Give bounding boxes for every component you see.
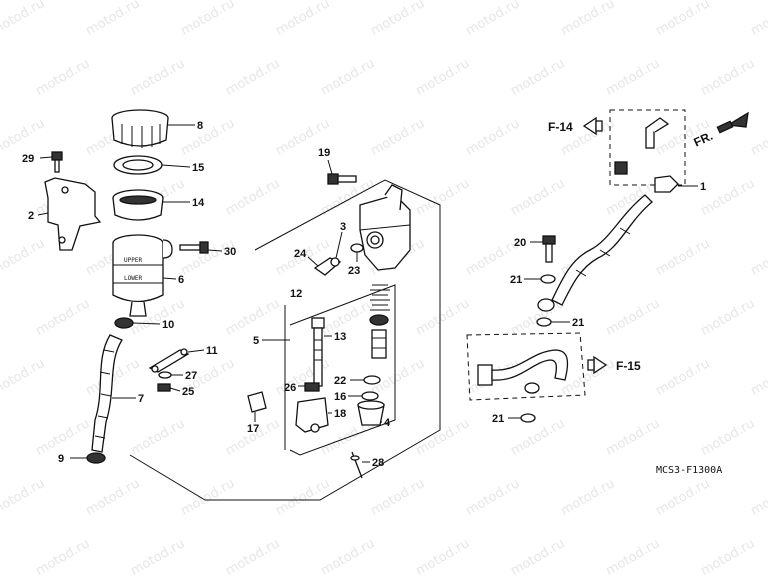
- brake-hose: [551, 194, 653, 306]
- reservoir-body: UPPER LOWER: [112, 234, 173, 317]
- callout-21-middle: 21: [572, 317, 584, 329]
- callout-19: 19: [318, 147, 330, 159]
- lower-brake-hose: [477, 349, 569, 394]
- washer-22: [363, 375, 381, 385]
- sealing-washer-21c: [520, 413, 536, 423]
- upper-joint-box: [609, 109, 686, 186]
- cotter-pin-28: [350, 451, 363, 479]
- callout-11: 11: [206, 345, 218, 357]
- callout-25: 25: [182, 386, 194, 398]
- callout-20: 20: [514, 237, 526, 249]
- hose-joint-24: [313, 257, 342, 276]
- hose-subassembly-box: [466, 332, 586, 401]
- diaphragm: [112, 189, 164, 221]
- reservoir-upper-mark: UPPER: [124, 257, 142, 264]
- callout-13: 13: [334, 331, 346, 343]
- diaphragm-plate: [113, 155, 163, 175]
- hose-clip-9: [86, 452, 106, 464]
- callout-4: 4: [384, 417, 391, 429]
- callout-10: 10: [162, 319, 174, 331]
- ref-label-f15: F-15: [616, 359, 641, 373]
- boot-4: [357, 400, 385, 426]
- bolt-20: [542, 235, 556, 263]
- callout-21-lower: 21: [492, 413, 504, 425]
- washer-27: [158, 371, 172, 379]
- banjo-fitting: [537, 298, 555, 312]
- callout-23: 23: [348, 265, 360, 277]
- sealing-washer-21a: [540, 274, 556, 284]
- callout-21-upper: 21: [510, 274, 522, 286]
- nut-26: [304, 382, 320, 392]
- callout-18: 18: [334, 408, 346, 420]
- screw-25: [157, 383, 171, 392]
- bolt-29: [51, 151, 63, 173]
- leader-lines: [37, 124, 698, 463]
- screw-30: [179, 241, 209, 254]
- reservoir-hose: [91, 334, 123, 453]
- callout-8: 8: [197, 120, 203, 132]
- master-cylinder-group-outline: [129, 179, 441, 501]
- o-ring-23: [350, 243, 364, 253]
- callout-17: 17: [247, 423, 259, 435]
- callout-2: 2: [28, 210, 34, 222]
- diagram-code: MCS3-F1300A: [656, 465, 722, 476]
- piston: [371, 329, 387, 359]
- reservoir-lower-mark: LOWER: [124, 275, 142, 282]
- push-rod: [311, 317, 325, 387]
- ref-arrow-f15: [587, 355, 608, 375]
- front-direction-arrow: [716, 111, 749, 134]
- callout-9: 9: [58, 453, 64, 465]
- callout-3: 3: [340, 221, 346, 233]
- callout-12: 12: [290, 288, 302, 300]
- sealing-washer-21b: [536, 317, 552, 327]
- ref-arrow-f14: [582, 116, 603, 136]
- callout-26: 26: [284, 382, 296, 394]
- ref-label-f14: F-14: [548, 120, 573, 134]
- callout-16: 16: [334, 391, 346, 403]
- reservoir-cap: [111, 109, 169, 148]
- piston-kit-outline: [289, 284, 396, 456]
- callout-7: 7: [138, 393, 144, 405]
- callout-22: 22: [334, 375, 346, 387]
- callout-6: 6: [178, 274, 184, 286]
- hose-clip-10: [114, 317, 134, 329]
- hose-stay-11: [148, 348, 190, 373]
- callout-1: 1: [700, 181, 706, 193]
- rod-joint-18: [295, 397, 329, 433]
- callout-28: 28: [372, 457, 384, 469]
- spring: [370, 284, 390, 311]
- nut-upper: [614, 161, 628, 175]
- circlip-16: [361, 391, 379, 401]
- front-label: FR.: [692, 129, 715, 150]
- bolt-19: [327, 173, 357, 185]
- callout-29: 29: [22, 153, 34, 165]
- rod-boot-17: [247, 391, 267, 413]
- callout-5: 5: [253, 335, 259, 347]
- piston-cup: [369, 314, 389, 326]
- callout-24: 24: [294, 248, 307, 260]
- master-cylinder-body: [359, 184, 411, 271]
- reservoir-bracket: [44, 177, 102, 251]
- callout-15: 15: [192, 162, 204, 174]
- callout-14: 14: [192, 197, 205, 209]
- callout-30: 30: [224, 246, 236, 258]
- callout-27: 27: [185, 370, 197, 382]
- hose-fitting-1: [645, 117, 679, 193]
